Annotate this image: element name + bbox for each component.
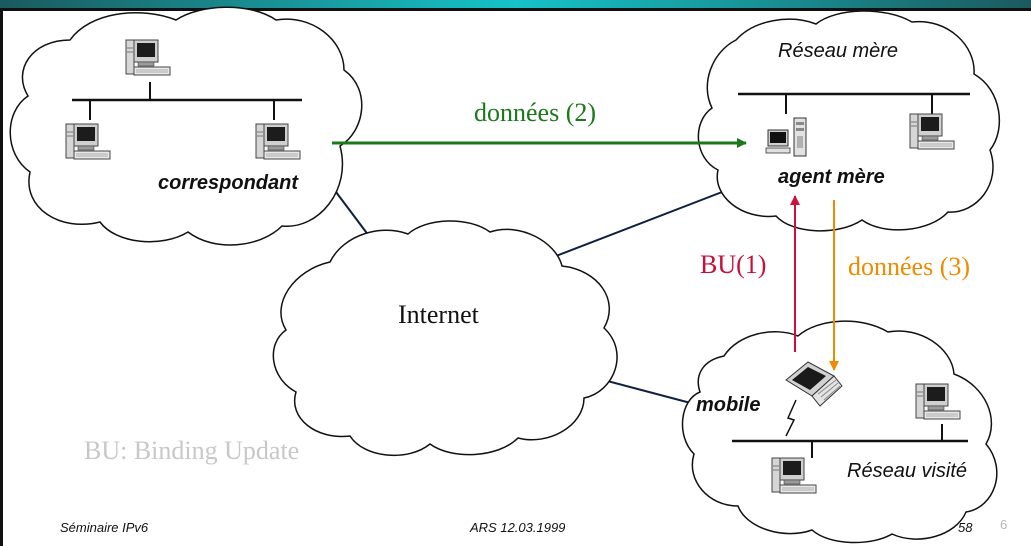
visited-network-label: Réseau visité	[847, 460, 968, 482]
footer-page: 58	[958, 520, 973, 535]
legend-binding-update: BU: Binding Update	[84, 436, 300, 465]
left-rule	[0, 8, 3, 546]
top-rule	[0, 8, 1031, 11]
cloud-home-network	[697, 10, 1001, 232]
data-3-label: données (3)	[848, 252, 971, 281]
footer-left: Séminaire IPv6	[60, 520, 149, 535]
link-homenet-internet	[555, 181, 749, 257]
wireless-link-icon	[785, 399, 797, 437]
title-bar-gradient	[0, 0, 1031, 8]
slide-number: 6	[1000, 517, 1008, 532]
cloud-internet	[272, 220, 618, 457]
home-network-label: Réseau mère	[778, 40, 899, 62]
link-internet-visited	[595, 377, 703, 407]
data-2-label: données (2)	[474, 98, 597, 127]
mobile-label: mobile	[696, 394, 761, 416]
correspondent-label: correspondant	[158, 172, 299, 194]
link-correspondent-internet	[335, 191, 373, 241]
cloud-visited-network	[681, 320, 998, 544]
bu-1-label: BU(1)	[700, 250, 767, 279]
cloud-correspondent	[9, 6, 363, 246]
internet-label: Internet	[398, 300, 479, 329]
home-agent-label: agent mère	[778, 166, 885, 188]
footer-center: ARS 12.03.1999	[470, 520, 566, 535]
